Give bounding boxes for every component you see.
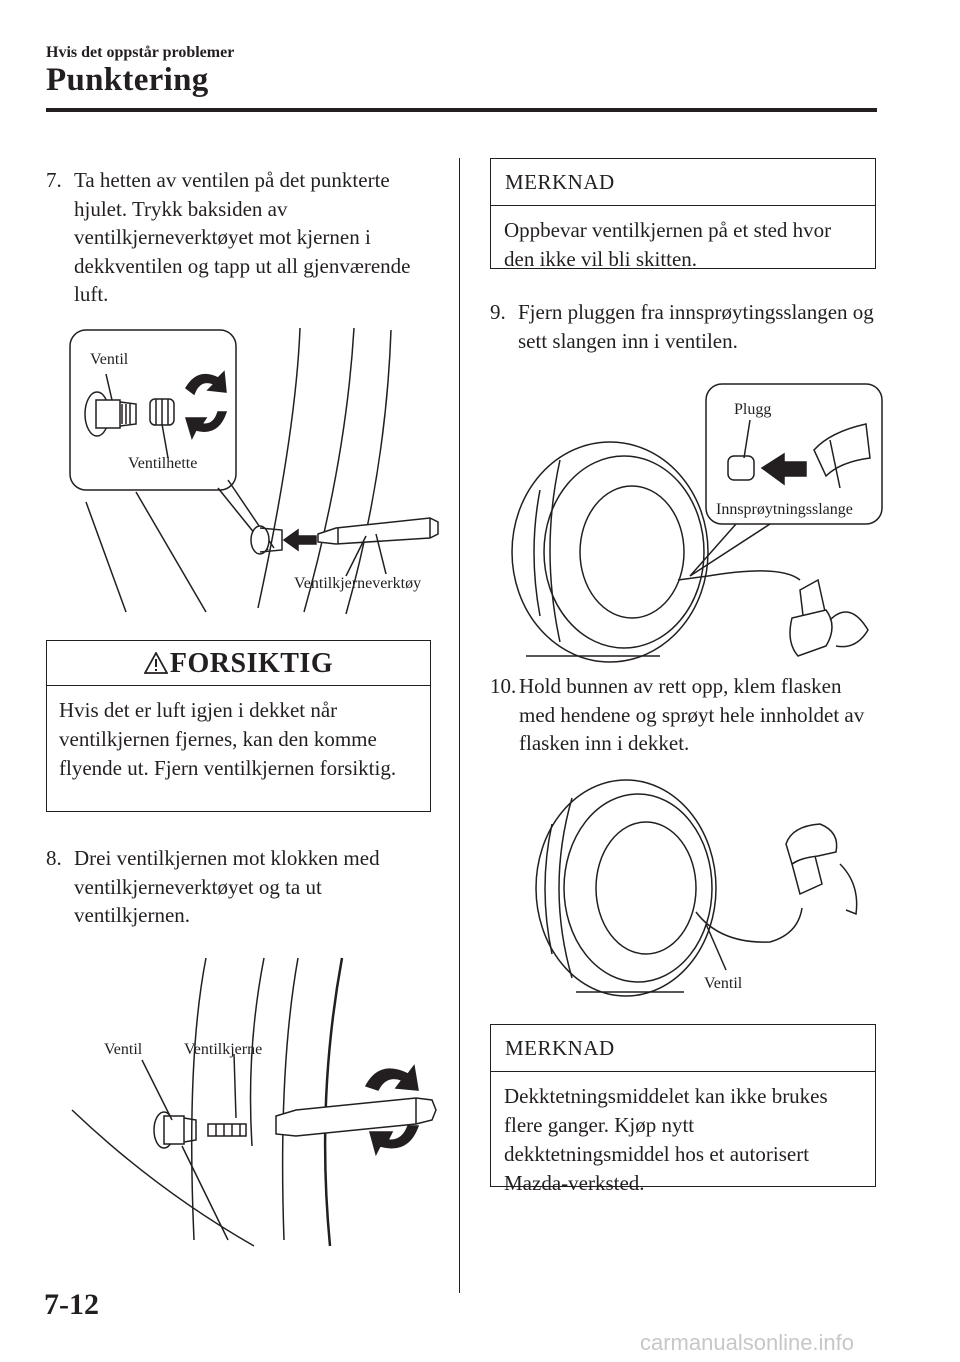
label-ventilkjerneverktoy: Ventilkjerneverktøy — [294, 575, 421, 592]
header-rule — [46, 108, 877, 112]
figure-sealant-injection: Ventil — [535, 779, 858, 997]
label-ventilkjerne: Ventilkjerne — [184, 1041, 262, 1058]
figure-valve-core-removal: Ventil Ventilkjerne — [71, 957, 437, 1247]
label-ventilhette: Ventilhette — [128, 455, 197, 472]
figure-valve-cap-removal: Ventil Ventilhette Ventilkjerneverktøy — [69, 327, 439, 615]
step-number: 10. — [490, 674, 517, 698]
note-text: Dekktetningsmiddelet kan ikke brukes fle… — [504, 1084, 828, 1195]
watermark: carmanualsonline.info — [640, 1330, 855, 1355]
figure-hose-insertion: Plugg Innsprøytningsslange — [511, 383, 883, 663]
step-9: 9. Fjern pluggen fra innsprøytingsslange… — [490, 298, 880, 355]
label-ventil: Ventil — [704, 975, 743, 992]
section-label: Hvis det oppstår problemer — [46, 44, 235, 61]
warning-triangle-icon — [143, 651, 169, 674]
step-text: Ta hetten av ventilen på det punkterte h… — [74, 168, 411, 306]
label-ventil: Ventil — [104, 1041, 143, 1058]
page-number: 7-12 — [44, 1288, 99, 1321]
caution-header: FORSIKTIG — [47, 641, 430, 686]
step-10: 10. Hold bunnen av rett opp, klem flaske… — [490, 672, 880, 758]
page-title: Punktering — [46, 62, 209, 98]
caution-box: FORSIKTIG Hvis det er luft igjen i dekke… — [46, 640, 431, 812]
step-7: 7. Ta hetten av ventilen på det punktert… — [46, 166, 436, 309]
step-text: Hold bunnen av rett opp, klem flasken me… — [519, 674, 865, 755]
step-number: 7. — [46, 168, 62, 192]
column-divider — [459, 158, 460, 1293]
step-number: 9. — [490, 300, 506, 324]
label-plugg: Plugg — [734, 401, 771, 418]
note-text: Oppbevar ventilkjernen på et sted hvor d… — [504, 218, 832, 271]
label-innsproytningsslange: Innsprøytningsslange — [716, 501, 853, 518]
caution-text: Hvis det er luft igjen i dekket når vent… — [59, 698, 397, 780]
label-ventil: Ventil — [90, 351, 129, 368]
step-text: Fjern pluggen fra innsprøytingsslangen o… — [518, 300, 874, 353]
caution-title: FORSIKTIG — [169, 648, 334, 679]
step-number: 8. — [46, 846, 62, 870]
step-text: Drei ventilkjernen mot klokken med venti… — [74, 846, 380, 927]
note-box-1: MERKNAD Oppbevar ventilkjernen på et ste… — [490, 158, 876, 271]
step-8: 8. Drei ventilkjernen mot klokken med ve… — [46, 844, 436, 930]
note-header: MERKNAD — [491, 159, 875, 206]
note-header: MERKNAD — [491, 1025, 875, 1072]
note-box-2: MERKNAD Dekktetningsmiddelet kan ikke br… — [490, 1024, 876, 1195]
